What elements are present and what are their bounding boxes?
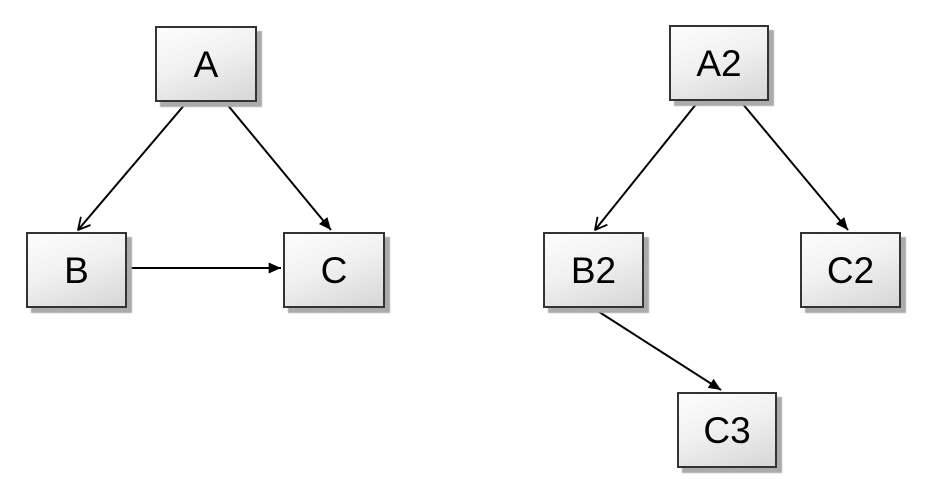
edge-A2-C2[interactable] (741, 102, 849, 231)
node-label-C3: C3 (703, 409, 751, 451)
edge-A-B[interactable] (78, 102, 187, 230)
node-label-C: C (320, 249, 348, 291)
node-B[interactable]: B (26, 232, 127, 308)
node-label-A2: A2 (696, 42, 742, 84)
node-A2[interactable]: A2 (669, 25, 769, 101)
node-C2[interactable]: C2 (800, 232, 901, 308)
edge-A2-B2[interactable] (595, 102, 698, 230)
edge-B2-C3[interactable] (592, 307, 722, 391)
node-C3[interactable]: C3 (677, 392, 777, 468)
node-label-B: B (64, 249, 89, 291)
node-A[interactable]: A (155, 26, 257, 102)
edge-A-C[interactable] (225, 102, 332, 231)
node-B2[interactable]: B2 (543, 232, 644, 308)
node-C[interactable]: C (283, 232, 385, 308)
node-label-A: A (193, 43, 219, 85)
node-label-B2: B2 (570, 249, 617, 291)
node-label-C2: C2 (826, 249, 875, 291)
